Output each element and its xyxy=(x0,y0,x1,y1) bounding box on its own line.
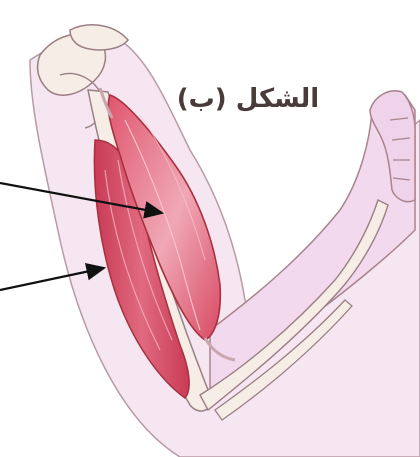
figure-label: الشكل (ب) xyxy=(168,84,328,114)
